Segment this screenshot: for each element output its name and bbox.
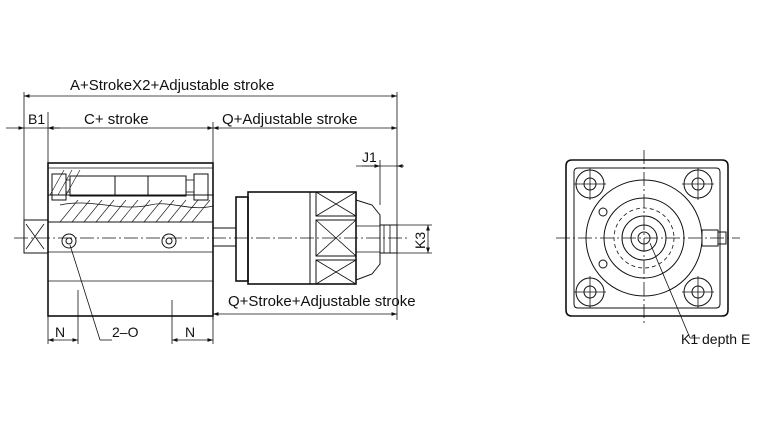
- overall-length-label: A+StrokeX2+Adjustable stroke: [70, 77, 274, 94]
- hatched-section: [48, 167, 214, 223]
- n-left-label: N: [55, 324, 65, 340]
- corner-bolt-bl: [574, 276, 606, 308]
- side-view: [14, 162, 408, 317]
- stopper-bolt: [379, 224, 398, 254]
- dimensions: [6, 92, 432, 344]
- corner-bolt-tr: [682, 168, 714, 200]
- adjuster-flange: [235, 196, 249, 282]
- port-left: [61, 233, 77, 249]
- end-view: [556, 150, 740, 339]
- b1-label: B1: [28, 111, 45, 127]
- q-adjustable-label: Q+Adjustable stroke: [222, 111, 358, 128]
- j1-label: J1: [362, 149, 377, 165]
- q-stroke-adjustable-label: Q+Stroke+Adjustable stroke: [228, 293, 416, 310]
- c-stroke-label: C+ stroke: [84, 111, 149, 128]
- rear-cap: [23, 219, 49, 254]
- n-right-label: N: [185, 324, 195, 340]
- ports-label: 2–O: [112, 324, 139, 340]
- cylinder-body: [47, 162, 214, 317]
- end-flange: [565, 159, 729, 317]
- k3-label: K3: [412, 232, 428, 249]
- port-right: [161, 233, 177, 249]
- corner-bolt-br: [682, 276, 714, 308]
- k1-depth-label: K1 depth E: [681, 331, 750, 347]
- corner-bolt-tl: [574, 168, 606, 200]
